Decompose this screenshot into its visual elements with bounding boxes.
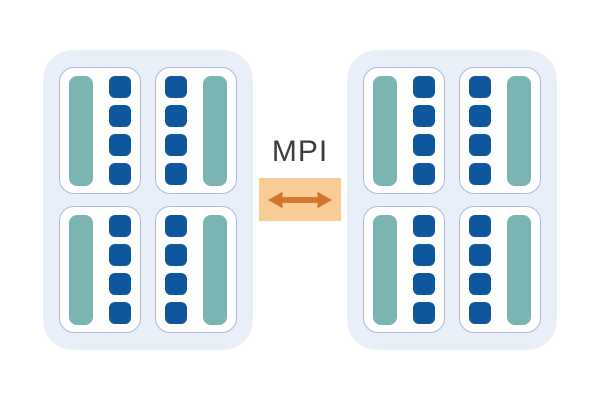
core-square	[165, 163, 187, 185]
core-square	[109, 244, 131, 266]
socket-card	[59, 206, 141, 333]
socket-card	[363, 206, 445, 333]
core-column	[109, 215, 131, 324]
core-column	[413, 76, 435, 185]
compute-node-right	[347, 50, 557, 350]
vertical-bar	[203, 214, 227, 325]
vertical-bar	[373, 214, 397, 325]
socket-card	[59, 67, 141, 194]
core-square	[165, 302, 187, 324]
core-square	[165, 105, 187, 127]
vertical-bar	[507, 214, 531, 325]
core-square	[413, 134, 435, 156]
core-square	[165, 273, 187, 295]
socket-card	[155, 206, 237, 333]
core-square	[109, 76, 131, 98]
socket-card	[155, 67, 237, 194]
core-square	[109, 302, 131, 324]
core-square	[413, 244, 435, 266]
core-square	[165, 244, 187, 266]
double-arrow-icon	[268, 191, 332, 208]
compute-node-left	[43, 50, 253, 350]
core-square	[109, 273, 131, 295]
vertical-bar	[373, 75, 397, 186]
core-square	[109, 134, 131, 156]
core-square	[413, 273, 435, 295]
core-square	[413, 302, 435, 324]
socket-card	[363, 67, 445, 194]
vertical-bar	[507, 75, 531, 186]
vertical-bar	[69, 75, 93, 186]
core-column	[469, 215, 491, 324]
core-square	[413, 163, 435, 185]
core-square	[109, 215, 131, 237]
core-column	[469, 76, 491, 185]
core-square	[469, 273, 491, 295]
core-square	[413, 76, 435, 98]
core-square	[469, 105, 491, 127]
core-square	[469, 244, 491, 266]
core-square	[469, 215, 491, 237]
mpi-label: MPI	[271, 135, 329, 168]
core-square	[469, 76, 491, 98]
vertical-bar	[69, 214, 93, 325]
core-square	[413, 215, 435, 237]
socket-card	[459, 206, 541, 333]
core-square	[109, 105, 131, 127]
core-column	[165, 76, 187, 185]
core-square	[165, 215, 187, 237]
core-square	[469, 302, 491, 324]
core-square	[109, 163, 131, 185]
core-square	[165, 134, 187, 156]
core-square	[413, 105, 435, 127]
core-column	[165, 215, 187, 324]
mpi-band	[259, 178, 341, 221]
core-square	[469, 134, 491, 156]
core-column	[413, 215, 435, 324]
socket-card	[459, 67, 541, 194]
core-square	[469, 163, 491, 185]
core-column	[109, 76, 131, 185]
core-square	[165, 76, 187, 98]
vertical-bar	[203, 75, 227, 186]
